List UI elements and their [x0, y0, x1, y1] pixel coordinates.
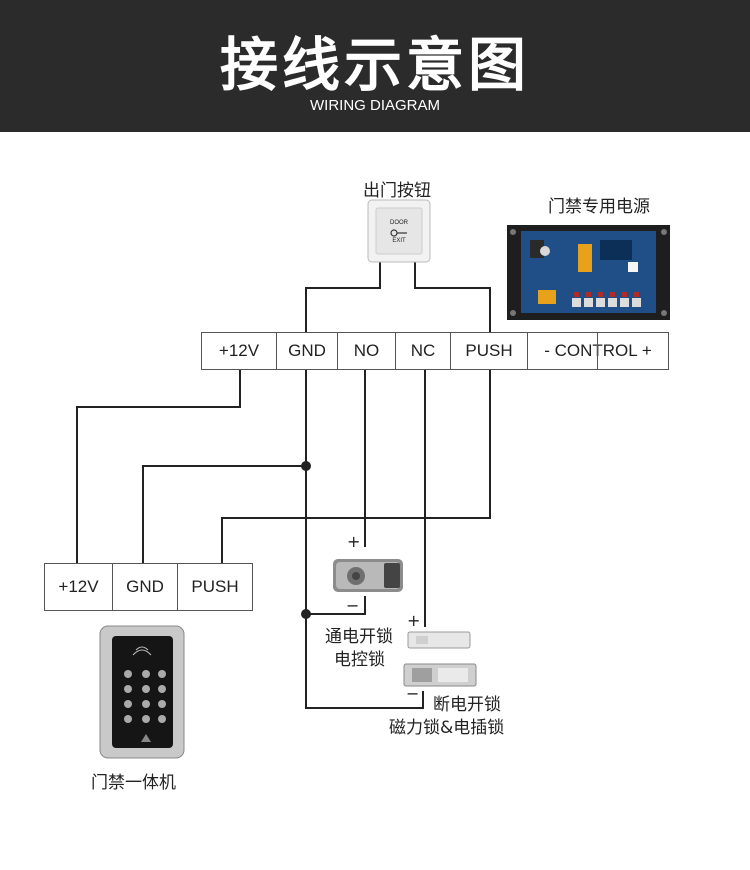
wire-gnd-trunk [305, 369, 424, 709]
wire-gnd-controller [142, 465, 306, 563]
electric-lock-plus: + [347, 532, 361, 551]
power-terminal-control: - CONTROL + [544, 341, 652, 360]
controller-terminal-gnd: GND [113, 569, 178, 605]
wire-12v [76, 369, 241, 563]
page-subtitle: WIRING DIAGRAM [310, 97, 440, 114]
exit-button-door-text: DOOR [390, 220, 408, 226]
maglock-image [403, 631, 477, 687]
power-terminal-gnd: GND [277, 333, 338, 369]
power-supply-image [507, 225, 670, 320]
controller-divider-1 [112, 564, 113, 610]
wire-push [221, 369, 491, 563]
junction-dots [301, 461, 311, 619]
power-terminal-push: PUSH [451, 333, 528, 369]
power-terminal-12v: +12V [202, 333, 277, 369]
exit-button-label: 出门按钮 [363, 181, 431, 201]
controller-terminal-push: PUSH [191, 577, 239, 596]
electric-lock-minus: − [346, 596, 360, 615]
controller-divider-2 [177, 564, 178, 610]
maglock-label-2: 磁力锁&电插锁 [389, 718, 505, 738]
wires [76, 262, 491, 709]
wire-gnd-lock [306, 596, 366, 615]
page-title: 接线示意图 [219, 31, 530, 99]
header-banner: 接线示意图 WIRING DIAGRAM [0, 0, 750, 132]
maglock-minus: − [406, 684, 420, 703]
exit-button-exit-text: EXIT [392, 238, 406, 244]
controller-terminal-12v: +12V [45, 569, 113, 605]
electric-lock-label-1: 通电开锁 [325, 627, 393, 647]
maglock-label-1: 断电开锁 [433, 695, 501, 715]
keypad-controller-image [99, 625, 185, 759]
controller-label: 门禁一体机 [91, 773, 176, 793]
wire-exit-gnd [305, 262, 381, 332]
exit-button-image [367, 199, 431, 263]
controller-terminal-strip: +12V GND PUSH [44, 563, 253, 611]
electric-lock-label-2: 电控锁 [334, 650, 385, 670]
maglock-plus: + [407, 611, 421, 630]
power-terminal-no: NO [338, 333, 396, 369]
power-supply-label: 门禁专用电源 [548, 197, 650, 217]
wire-exit-push [414, 262, 491, 332]
control-terminal-divider [597, 333, 598, 369]
power-terminal-strip: +12V GND NO NC PUSH - CONTROL + [201, 332, 669, 370]
electric-lock-image [333, 559, 403, 592]
power-terminal-nc: NC [396, 333, 451, 369]
